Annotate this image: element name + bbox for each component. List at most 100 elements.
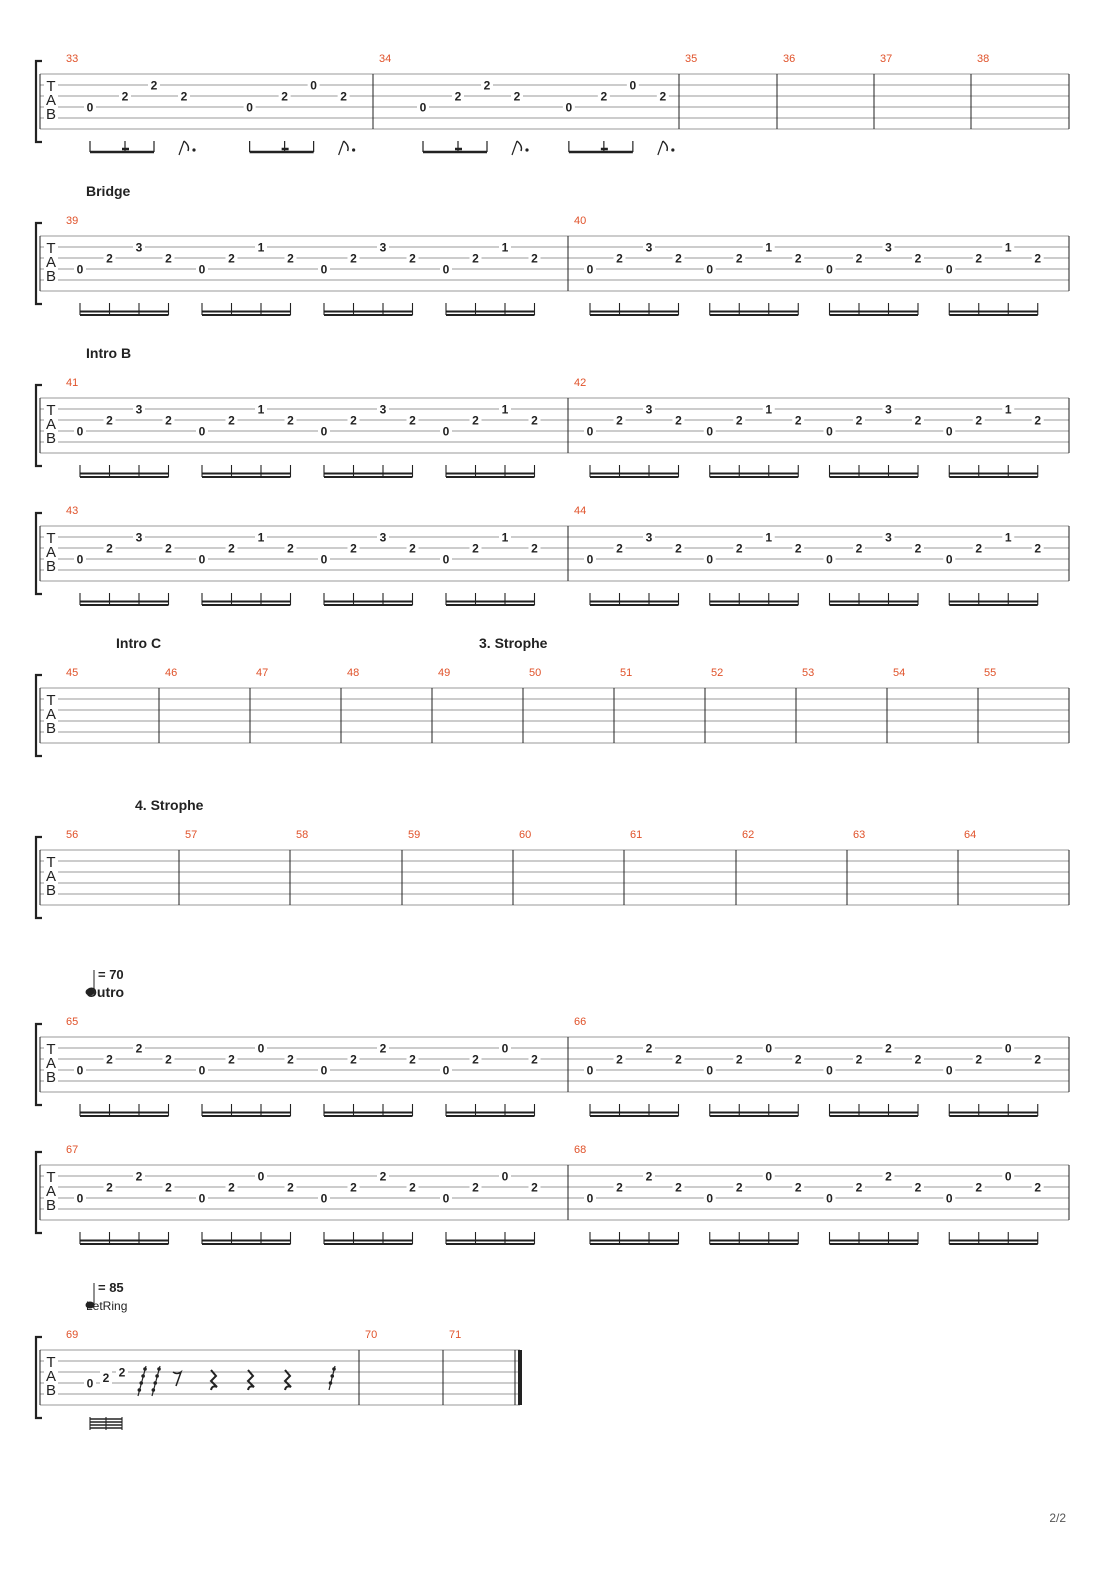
fret-bg xyxy=(162,1052,175,1065)
fret-bg xyxy=(733,413,746,426)
fret-bg xyxy=(672,413,685,426)
fret-bg xyxy=(278,89,291,102)
fret-bg xyxy=(597,89,610,102)
fret-number: 0 xyxy=(706,263,713,277)
fret-bg xyxy=(243,100,256,113)
fret-bg xyxy=(528,1180,541,1193)
fret-bg xyxy=(882,1169,895,1182)
fret-number: 2 xyxy=(646,1042,653,1056)
measure-number: 58 xyxy=(296,829,308,841)
fret-bg xyxy=(255,240,267,253)
fret-number: 2 xyxy=(856,414,863,428)
tab-letter-bg xyxy=(44,1383,58,1397)
fret-number: 2 xyxy=(531,414,538,428)
fret-bg xyxy=(672,1180,685,1193)
fret-bg xyxy=(792,413,805,426)
fret-number: 2 xyxy=(119,1366,126,1380)
fret-number: 2 xyxy=(409,414,416,428)
tab-letter-bg xyxy=(44,869,58,883)
tab-clef-letter: A xyxy=(46,1368,56,1385)
fret-bg xyxy=(672,1052,685,1065)
tab-letter-bg xyxy=(44,883,58,897)
rest-dot xyxy=(328,1381,333,1385)
measure-number: 41 xyxy=(66,377,78,389)
fret-bg xyxy=(1031,413,1044,426)
fret-number: 0 xyxy=(1005,1170,1012,1184)
fret-number: 2 xyxy=(103,1371,110,1385)
fret-bg xyxy=(528,1052,541,1065)
measure-number: 34 xyxy=(379,53,391,65)
fret-bg xyxy=(528,251,541,264)
dot xyxy=(525,148,529,152)
fret-number: 0 xyxy=(587,263,594,277)
fret-bg xyxy=(284,1052,297,1065)
measure-number: 53 xyxy=(802,667,814,679)
tab-clef-letter: T xyxy=(46,1041,55,1058)
rest-dot xyxy=(151,1388,156,1392)
fret-number: 0 xyxy=(1005,1042,1012,1056)
fret-number: 0 xyxy=(826,263,833,277)
fret-number: 2 xyxy=(287,542,294,556)
rest-dot xyxy=(330,1374,335,1378)
fret-bg xyxy=(643,1041,655,1054)
tab-letter-bg xyxy=(44,269,58,283)
tab-letter-bg xyxy=(44,1042,58,1056)
fret-bg xyxy=(499,402,511,415)
section-label: Outro xyxy=(86,984,124,1000)
fret-bg xyxy=(318,424,330,437)
fret-bg xyxy=(406,413,419,426)
fret-bg xyxy=(162,541,175,554)
tab-letter-bg xyxy=(44,107,58,121)
fret-bg xyxy=(417,100,429,113)
fret-number: 2 xyxy=(736,252,743,266)
fret-bg xyxy=(882,240,895,253)
fret-bg xyxy=(284,413,297,426)
fret-bg xyxy=(440,552,452,565)
measure-number: 71 xyxy=(449,1329,461,1341)
fret-number: 3 xyxy=(136,531,143,545)
fret-bg xyxy=(1031,1052,1044,1065)
fret-number: 0 xyxy=(199,263,206,277)
fret-number: 3 xyxy=(380,241,387,255)
fret-number: 1 xyxy=(258,241,265,255)
fret-number: 3 xyxy=(646,403,653,417)
fret-bg xyxy=(584,424,596,437)
fret-number: 0 xyxy=(566,101,573,115)
fret-bg xyxy=(733,1180,746,1193)
fret-bg xyxy=(672,541,685,554)
measure-number: 64 xyxy=(964,829,976,841)
fret-number: 2 xyxy=(646,1170,653,1184)
fret-number: 1 xyxy=(502,403,509,417)
fret-bg xyxy=(912,251,924,264)
fret-bg xyxy=(133,402,145,415)
tab-letter-bg xyxy=(44,721,58,735)
fret-number: 0 xyxy=(502,1042,509,1056)
fret-bg xyxy=(762,530,775,543)
fret-number: 2 xyxy=(484,79,491,93)
fret-number: 2 xyxy=(616,1181,623,1195)
tempo-marking: = 70 xyxy=(98,967,124,982)
fret-bg xyxy=(613,541,626,554)
fret-bg xyxy=(255,402,267,415)
fret-bg xyxy=(912,541,924,554)
fret-bg xyxy=(562,100,575,113)
fret-number: 0 xyxy=(946,263,953,277)
fret-number: 2 xyxy=(350,1053,357,1067)
fret-bg xyxy=(347,541,360,554)
fret-bg xyxy=(103,1052,116,1065)
fret-bg xyxy=(643,530,655,543)
tempo-note-head xyxy=(85,988,95,996)
note-stem xyxy=(338,140,345,156)
page-number: 2/2 xyxy=(1049,1511,1066,1525)
measure-number: 67 xyxy=(66,1144,78,1156)
section-label: 3. Strophe xyxy=(479,635,548,651)
fret-number: 2 xyxy=(106,252,113,266)
fret-number: 2 xyxy=(795,542,802,556)
fret-bg xyxy=(703,424,716,437)
fret-number: 0 xyxy=(443,263,450,277)
tab-clef-letter: T xyxy=(46,240,55,257)
measure-number: 57 xyxy=(185,829,197,841)
